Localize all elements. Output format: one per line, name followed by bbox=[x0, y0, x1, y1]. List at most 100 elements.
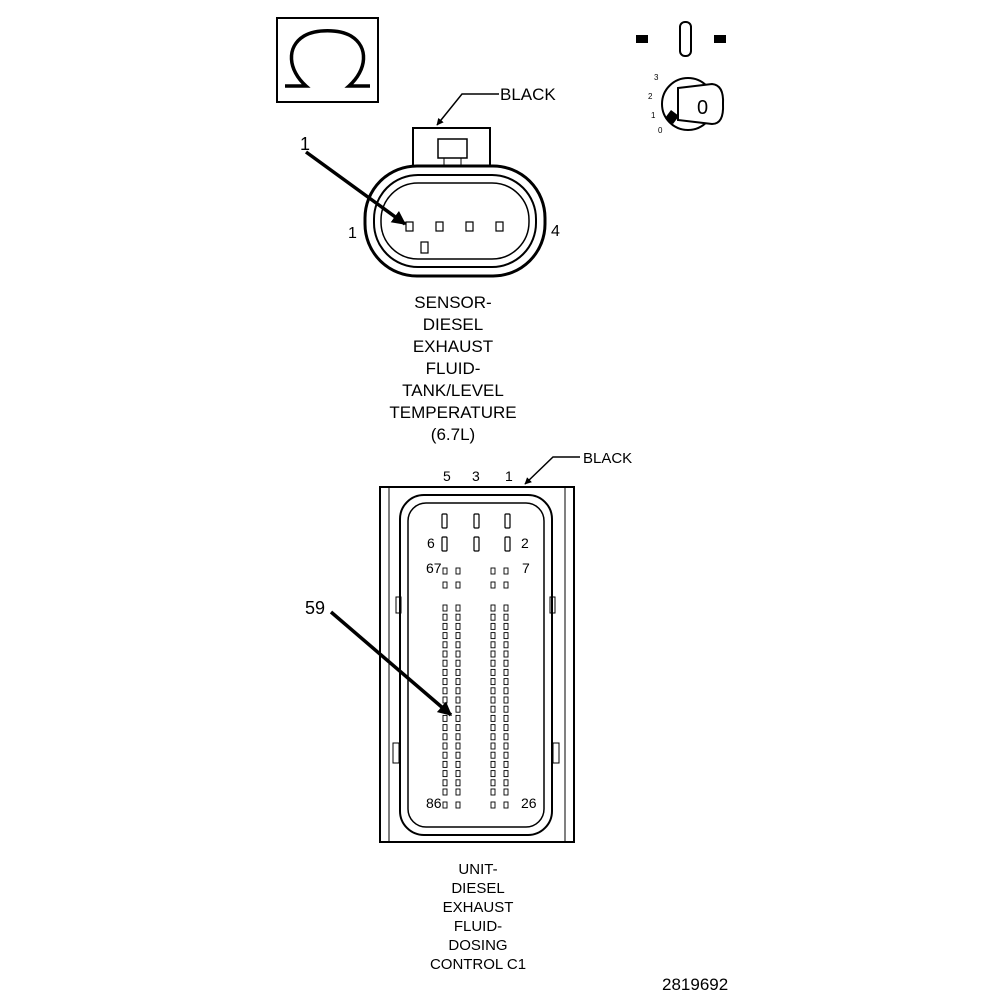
connector-pin bbox=[503, 668, 509, 676]
connector-pin bbox=[490, 696, 496, 704]
connector-pin bbox=[490, 751, 496, 759]
connector-pin bbox=[503, 751, 509, 759]
connector-pin bbox=[490, 801, 496, 809]
connector-pin bbox=[442, 733, 448, 741]
connector-2-title-line: CONTROL C1 bbox=[430, 956, 526, 973]
connector-pin bbox=[442, 659, 448, 667]
connector-pin bbox=[442, 770, 448, 778]
connector-pin bbox=[442, 801, 448, 809]
connector-1-pin-4-label: 4 bbox=[551, 223, 560, 240]
connector-pin bbox=[503, 581, 509, 589]
connector-pin bbox=[503, 788, 509, 796]
connector-pin bbox=[442, 604, 448, 612]
connector-2-pin-5-label: 5 bbox=[443, 468, 451, 484]
connector-pin bbox=[442, 687, 448, 695]
connector-pin bbox=[455, 705, 461, 713]
connector-pin bbox=[503, 622, 509, 630]
connector-pin bbox=[503, 779, 509, 787]
connector-pin bbox=[503, 567, 509, 575]
connector-pin bbox=[455, 678, 461, 686]
connector-pin bbox=[455, 668, 461, 676]
connector-pin bbox=[490, 659, 496, 667]
connector-pin bbox=[455, 659, 461, 667]
connector-pin bbox=[503, 604, 509, 612]
connector-pin bbox=[503, 714, 509, 722]
connector-pin bbox=[455, 801, 461, 809]
connector-pin bbox=[455, 742, 461, 750]
connector-2-title-line: FLUID- bbox=[454, 918, 502, 935]
connector-1-color-callout: BLACK bbox=[436, 85, 556, 126]
connector-1-title-line: (6.7L) bbox=[431, 425, 475, 444]
connector-pin bbox=[490, 724, 496, 732]
connector-pin bbox=[490, 714, 496, 722]
connector-2-pin-2-label: 2 bbox=[521, 535, 529, 551]
ignition-position-0: 0 bbox=[658, 126, 663, 135]
connector-pin bbox=[490, 760, 496, 768]
connector-1-title-line: DIESEL bbox=[423, 315, 483, 334]
connector-pin bbox=[490, 632, 496, 640]
connector-2-pin-grid bbox=[442, 567, 509, 809]
connector-pin bbox=[503, 742, 509, 750]
connector-pin bbox=[490, 567, 496, 575]
connector-2-pin-3-label: 3 bbox=[472, 468, 480, 484]
connector-pin bbox=[503, 678, 509, 686]
connector-pin bbox=[442, 779, 448, 787]
connector-pin bbox=[503, 733, 509, 741]
connector-pin bbox=[455, 613, 461, 621]
connector-pin bbox=[503, 650, 509, 658]
connector-pin bbox=[490, 668, 496, 676]
connector-pin bbox=[490, 788, 496, 796]
connector-1-title-line: TANK/LEVEL bbox=[402, 381, 504, 400]
connector-pin bbox=[503, 687, 509, 695]
connector-1-title-line: FLUID- bbox=[426, 359, 481, 378]
connector-pin bbox=[490, 770, 496, 778]
connector-2-color-label: BLACK bbox=[583, 450, 632, 467]
connector-pin bbox=[455, 581, 461, 589]
connector-1-drawing bbox=[363, 127, 547, 278]
connector-pin bbox=[490, 604, 496, 612]
connector-1-pin-callout: 1 bbox=[300, 134, 407, 226]
connector-pin bbox=[490, 687, 496, 695]
connector-pin bbox=[503, 659, 509, 667]
connector-pin bbox=[455, 650, 461, 658]
connector-pin bbox=[455, 567, 461, 575]
connector-pin bbox=[455, 714, 461, 722]
connector-pin bbox=[490, 622, 496, 630]
connector-pin bbox=[490, 705, 496, 713]
connector-2-pin-86-label: 86 bbox=[426, 795, 442, 811]
connector-pin bbox=[490, 779, 496, 787]
connector-2-callout-number: 59 bbox=[305, 598, 325, 618]
connector-pin bbox=[442, 668, 448, 676]
ignition-position-1: 1 bbox=[651, 111, 656, 120]
connector-pin bbox=[455, 632, 461, 640]
connector-pin bbox=[455, 724, 461, 732]
connector-pin bbox=[455, 641, 461, 649]
connector-pin bbox=[442, 641, 448, 649]
connector-pin bbox=[442, 788, 448, 796]
connector-2-pin-callout: 59 bbox=[305, 598, 453, 717]
connector-1-title-line: SENSOR- bbox=[414, 293, 491, 312]
connector-1-pin-1-label: 1 bbox=[348, 225, 357, 242]
connector-2-title: UNIT- DIESEL EXHAUST FLUID- DOSING CONTR… bbox=[430, 861, 526, 973]
connector-pin bbox=[503, 696, 509, 704]
connector-pin bbox=[455, 788, 461, 796]
connector-pin bbox=[490, 581, 496, 589]
connector-pin bbox=[503, 641, 509, 649]
connector-pin bbox=[490, 650, 496, 658]
connector-pin bbox=[442, 622, 448, 630]
connector-1-callout-number: 1 bbox=[300, 134, 310, 154]
connector-pin bbox=[455, 622, 461, 630]
connector-2-color-callout: BLACK bbox=[524, 450, 632, 485]
connector-2-title-line: UNIT- bbox=[458, 861, 497, 878]
ignition-key-icon: 3 2 1 0 0 bbox=[636, 21, 726, 135]
connector-pin bbox=[455, 779, 461, 787]
connector-2-drawing bbox=[379, 486, 575, 843]
connector-2-pin-7-label: 7 bbox=[522, 560, 530, 576]
connector-pin bbox=[503, 705, 509, 713]
connector-2-title-line: DOSING bbox=[448, 937, 507, 954]
connector-pin bbox=[442, 613, 448, 621]
connector-pin bbox=[442, 742, 448, 750]
connector-pin bbox=[442, 724, 448, 732]
connector-pin bbox=[455, 751, 461, 759]
